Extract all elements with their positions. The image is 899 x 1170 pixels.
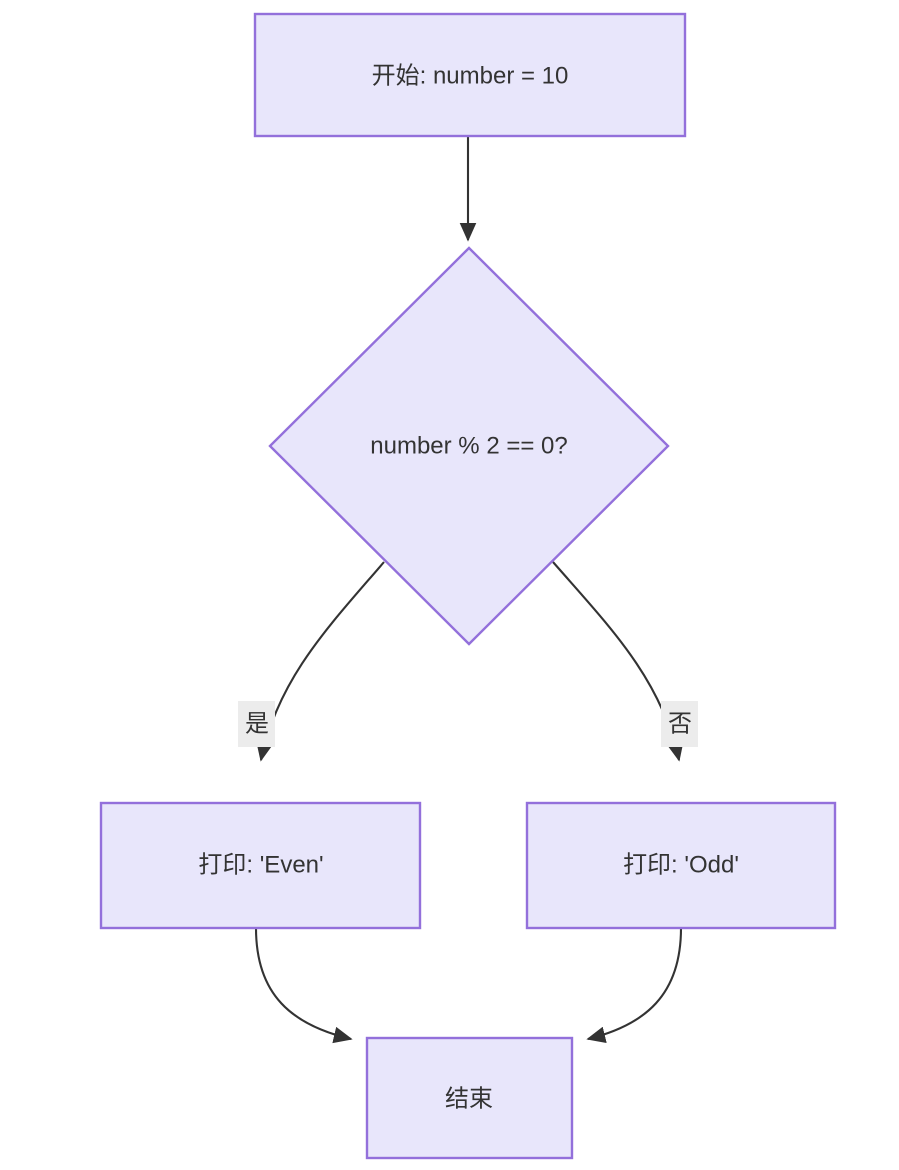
node-print-odd[interactable]: 打印: 'Odd' xyxy=(525,801,837,930)
node-print-odd-shape[interactable] xyxy=(525,801,837,930)
node-end[interactable]: 结束 xyxy=(365,1036,574,1160)
nodes-layer: 开始: number = 10 number % 2 == 0? 打印: 'Ev… xyxy=(99,12,837,1160)
node-start-shape[interactable] xyxy=(253,12,687,138)
edge-label-no-text: 否 xyxy=(668,710,692,737)
edge-print-odd-to-end xyxy=(586,927,683,1044)
edge-decision-to-print-even xyxy=(256,561,385,762)
node-print-odd-label: 打印: 'Odd' xyxy=(623,851,739,878)
node-start[interactable]: 开始: number = 10 xyxy=(253,12,687,138)
node-start-label: 开始: number = 10 xyxy=(372,62,569,89)
node-print-even-label: 打印: 'Even' xyxy=(198,851,323,878)
edge-labels-layer: 是 否 xyxy=(238,701,698,747)
node-decision[interactable]: number % 2 == 0? xyxy=(268,246,670,646)
edge-label-yes-background xyxy=(238,701,275,747)
edge-label-no: 否 xyxy=(661,701,698,747)
edge-print-even-to-end xyxy=(254,927,353,1044)
edge-decision-to-print-odd xyxy=(552,561,684,762)
node-print-even-shape[interactable] xyxy=(99,801,422,930)
node-print-even[interactable]: 打印: 'Even' xyxy=(99,801,422,930)
node-decision-label: number % 2 == 0? xyxy=(370,432,567,459)
edge-label-yes: 是 xyxy=(238,701,275,747)
node-end-shape[interactable] xyxy=(365,1036,574,1160)
node-decision-shape[interactable] xyxy=(268,246,670,646)
edge-label-yes-text: 是 xyxy=(245,710,269,737)
edge-label-no-background xyxy=(661,701,698,747)
node-end-label: 结束 xyxy=(445,1085,493,1112)
